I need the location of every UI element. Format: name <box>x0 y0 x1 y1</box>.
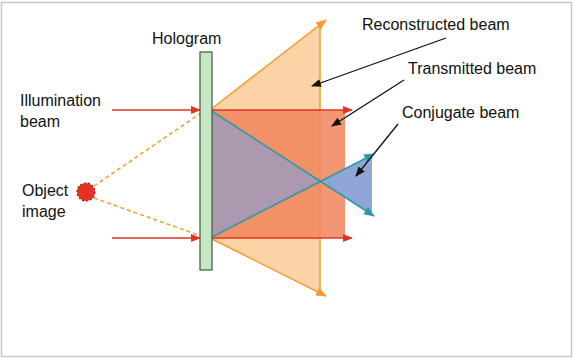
frame <box>2 3 572 357</box>
object-dot <box>77 183 95 201</box>
part-label: Hologram <box>152 28 221 49</box>
illumination-ray <box>112 109 200 111</box>
conjugate-overlap <box>210 110 320 238</box>
hologram-plate <box>200 52 212 270</box>
callout-label: Reconstructed beam <box>362 14 510 35</box>
beam-edge <box>210 20 326 110</box>
virtual-ray <box>94 111 204 186</box>
leader-line <box>356 124 398 176</box>
transmitted-ray <box>212 237 352 239</box>
beam-edge <box>210 154 374 238</box>
beam-label: Illumination beam <box>20 90 112 132</box>
transmitted-beam <box>210 110 345 238</box>
callout-label: Transmitted beam <box>408 58 536 79</box>
transmitted-ray <box>212 109 352 111</box>
callout-label: Conjugate beam <box>402 102 519 123</box>
virtual-ray <box>94 198 204 237</box>
object-label: Object image <box>22 180 76 222</box>
illumination-ray <box>112 237 200 239</box>
conjugate-beam <box>320 155 372 215</box>
beam-edge <box>210 110 374 216</box>
leader-line <box>332 80 404 126</box>
beam-edge <box>210 238 326 296</box>
